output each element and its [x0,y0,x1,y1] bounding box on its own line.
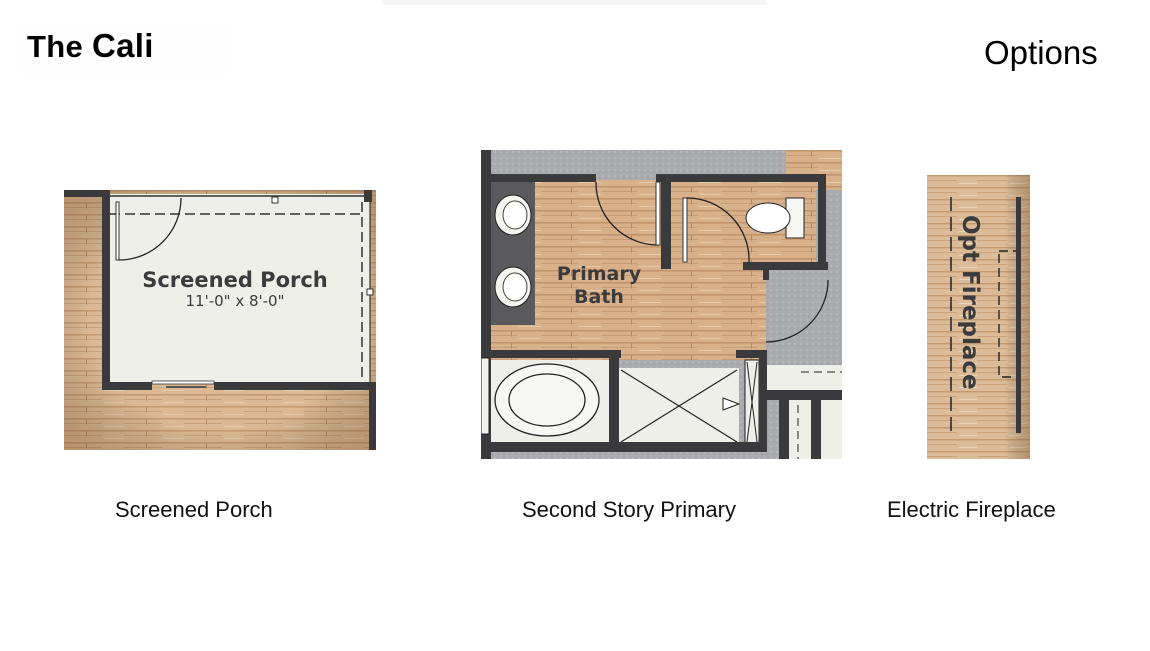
porch-room-label: Screened Porch [142,268,328,292]
caption-second-story-primary: Second Story Primary [522,497,736,522]
electric-fireplace-plan: Opt Fireplace [927,175,1030,459]
porch-floor [106,194,370,384]
caption-screened-porch: Screened Porch [115,497,273,522]
brand-plate [20,22,230,76]
fireplace-plan-label: Opt Fireplace [957,215,983,390]
caption-electric-fireplace: Electric Fireplace [887,497,1056,522]
bath-label-line1: Primary [557,263,642,285]
brand-prefix: The [27,29,84,64]
porch-room-dimensions: 11'-0" x 8'-0" [185,292,284,310]
brand-title: The Cali [27,27,154,65]
second-story-primary-plan: Primary Bath [481,150,842,459]
top-divider [382,0,767,5]
page-title: Options [984,34,1098,71]
screened-porch-plan: Screened Porch 11'-0" x 8'-0" [64,190,376,450]
bath-label-line2: Bath [574,286,624,308]
brand-name: Cali [91,27,154,64]
